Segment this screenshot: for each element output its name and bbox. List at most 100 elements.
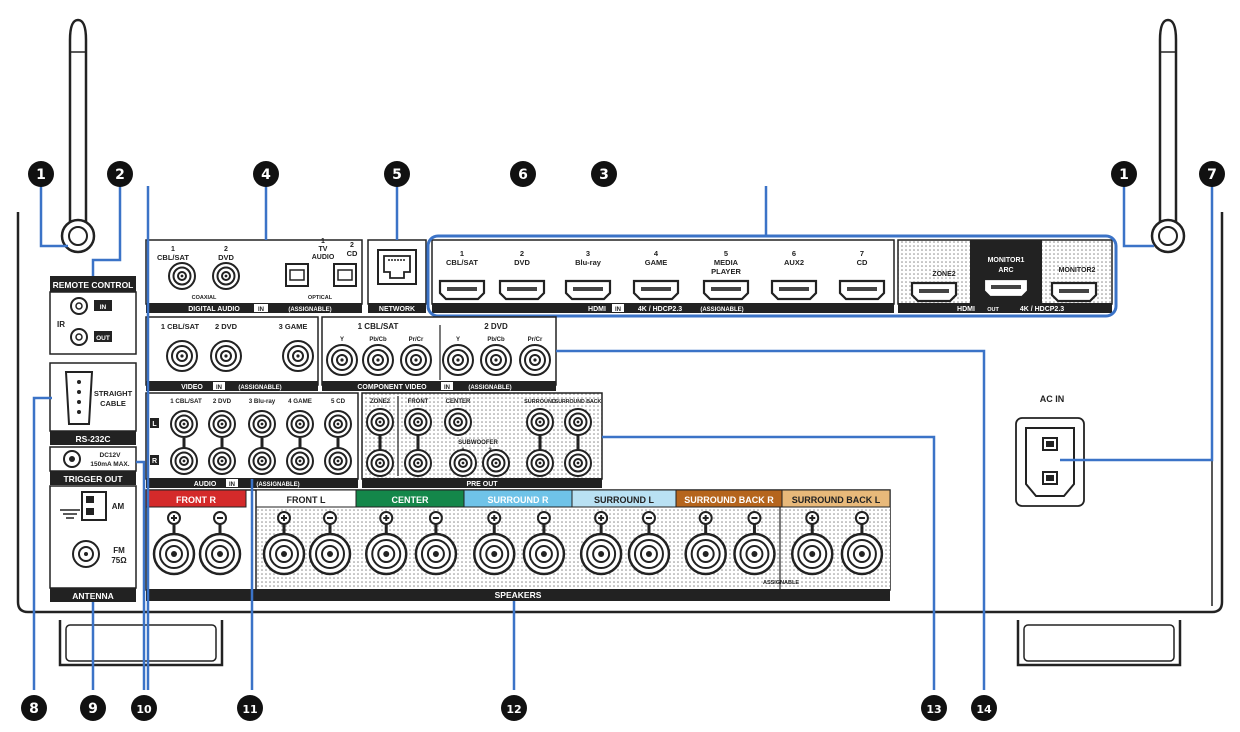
pre-out-jack-2-l[interactable] (404, 408, 432, 436)
hdmi-in-2-port[interactable] (498, 279, 546, 301)
digital-in3-label-a: TV (319, 246, 328, 253)
component-in2-pb-jack[interactable] (480, 344, 512, 376)
pre-out-center-jack[interactable] (444, 408, 472, 436)
plus-icon (487, 511, 502, 525)
hdmi-in-3-label: Blu-ray (575, 258, 602, 267)
speaker-surround-l-plus-terminal[interactable] (579, 532, 623, 576)
hdmi-in-4-port[interactable] (632, 279, 680, 301)
speaker-surround-l-minus-terminal[interactable] (627, 532, 671, 576)
video-in2-label: 2 DVD (215, 322, 238, 331)
component-in2-pr-jack[interactable] (519, 344, 551, 376)
audio-in4-l-jack[interactable] (286, 410, 314, 438)
speaker-front-l-plus-terminal[interactable] (262, 532, 306, 576)
hdmi-in-7-port[interactable] (838, 279, 886, 301)
hdmi-in-2-num: 2 (520, 249, 524, 258)
leader-13 (602, 435, 936, 690)
optical-jack-1[interactable] (285, 263, 309, 287)
hdmi-in-6-port[interactable] (770, 279, 818, 301)
speaker-surround-back-l-minus-terminal[interactable] (840, 532, 884, 576)
component-in1-pb-jack[interactable] (362, 344, 394, 376)
speaker-surround-back-r-plus-terminal[interactable] (684, 532, 727, 576)
pre-out-jack-2-r[interactable] (404, 449, 432, 477)
ir-in-jack[interactable] (70, 297, 88, 315)
rs232c-port[interactable] (64, 371, 94, 425)
hdmi-in-3-port[interactable] (564, 279, 612, 301)
hdmi-in-badge: IN (615, 307, 621, 313)
digital-audio-in-badge: IN (258, 307, 264, 313)
callout-14-number: 14 (976, 703, 992, 716)
optical-jack-2[interactable] (333, 263, 357, 287)
pre-out-jack-3-r[interactable] (526, 449, 554, 477)
ir-out-jack[interactable] (70, 328, 88, 346)
ethernet-port[interactable] (377, 249, 417, 285)
speaker-surround-back-l-plus-terminal[interactable] (790, 532, 834, 576)
audio-in5-r-jack[interactable] (324, 447, 352, 475)
pre-out-jack-4-r[interactable] (564, 449, 592, 477)
audio-in2-r-jack[interactable] (208, 447, 236, 475)
hdmi-in-1-port[interactable] (438, 279, 486, 301)
audio-in4-r-jack[interactable] (286, 447, 314, 475)
pre-out-panel: ZONE2 FRONT CENTER SURROUND SURROUND BAC… (361, 392, 603, 488)
audio-in1-l-jack[interactable] (170, 410, 198, 438)
hdmi-out-zone2-port[interactable] (910, 281, 958, 303)
trigger-out-jack[interactable] (63, 450, 81, 468)
antenna-left[interactable] (60, 18, 96, 254)
coaxial-jack-2[interactable] (212, 262, 240, 290)
digital-in4-label: CD (347, 249, 358, 258)
digital-in4-num: 2 (350, 242, 354, 249)
fm-jack[interactable] (72, 540, 100, 568)
speaker-surround-back-r-minus-terminal[interactable] (733, 532, 776, 576)
pre-out-jack-4-l[interactable] (564, 408, 592, 436)
plus-icon (594, 511, 609, 525)
callout-1: 1 (1111, 161, 1137, 187)
pre-out-subwoofer1-jack[interactable] (449, 449, 477, 477)
speaker-surround-r-minus-terminal[interactable] (522, 532, 566, 576)
speaker-front-r-label: FRONT R (176, 495, 216, 505)
component-assignable: (ASSIGNABLE) (468, 385, 511, 391)
speaker-front-r-plus-terminal[interactable] (152, 532, 196, 576)
hdmi-out-monitor1-port[interactable] (982, 277, 1030, 299)
plus-icon (805, 511, 820, 525)
leader-14 (556, 349, 986, 690)
pre-out-jack-1-l[interactable] (366, 408, 394, 436)
leader-lines (32, 186, 1214, 690)
video-in1-jack[interactable] (166, 340, 198, 372)
pre-out-subwoofer2-jack[interactable] (482, 449, 510, 477)
video-in3-jack[interactable] (282, 340, 314, 372)
audio-in-r-label: R (152, 458, 157, 465)
callout-10: 10 (131, 695, 157, 721)
component-video-panel: 1 CBL/SAT 2 DVD Y Pb/Cb Pr/Cr Y Pb/Cb Pr… (321, 316, 557, 391)
speaker-front-r-minus-terminal[interactable] (198, 532, 242, 576)
audio-in3-l-jack[interactable] (248, 410, 276, 438)
audio-in1-r-jack[interactable] (170, 447, 198, 475)
speaker-center-minus-terminal[interactable] (414, 532, 458, 576)
antenna-right[interactable] (1150, 18, 1186, 254)
pre-out-surround-label: SURROUND (524, 399, 556, 405)
hdmi-in-5-port[interactable] (702, 279, 750, 301)
speaker-front-l-minus-terminal[interactable] (308, 532, 352, 576)
video-in2-jack[interactable] (210, 340, 242, 372)
hdmi-in-assignable: (ASSIGNABLE) (700, 307, 743, 313)
ac-inlet[interactable] (1025, 427, 1075, 497)
pre-out-jack-1-r[interactable] (366, 449, 394, 477)
speaker-surround-r-plus-terminal[interactable] (472, 532, 516, 576)
am-terminal[interactable] (60, 491, 107, 521)
audio-in5-l-jack[interactable] (324, 410, 352, 438)
speaker-surround-r-label: SURROUND R (487, 495, 549, 505)
hdmi-in-1-num: 1 (460, 249, 464, 258)
hdmi-out-monitor2-port[interactable] (1050, 281, 1098, 303)
component-in2-y-jack[interactable] (442, 344, 474, 376)
callout-9-number: 9 (88, 701, 98, 717)
ir-label: IR (57, 320, 65, 329)
speaker-center-plus-terminal[interactable] (364, 532, 408, 576)
pre-out-jack-3-l[interactable] (526, 408, 554, 436)
component-in1-pr-jack[interactable] (400, 344, 432, 376)
coaxial-jack-1[interactable] (168, 262, 196, 290)
audio-in5-label: 5 CD (331, 398, 346, 405)
component-in1-y-jack[interactable] (326, 344, 358, 376)
audio-in2-l-jack[interactable] (208, 410, 236, 438)
callout-1-number: 1 (1119, 167, 1129, 183)
audio-in3-r-jack[interactable] (248, 447, 276, 475)
hdmi-in-5-num: 5 (724, 249, 728, 258)
